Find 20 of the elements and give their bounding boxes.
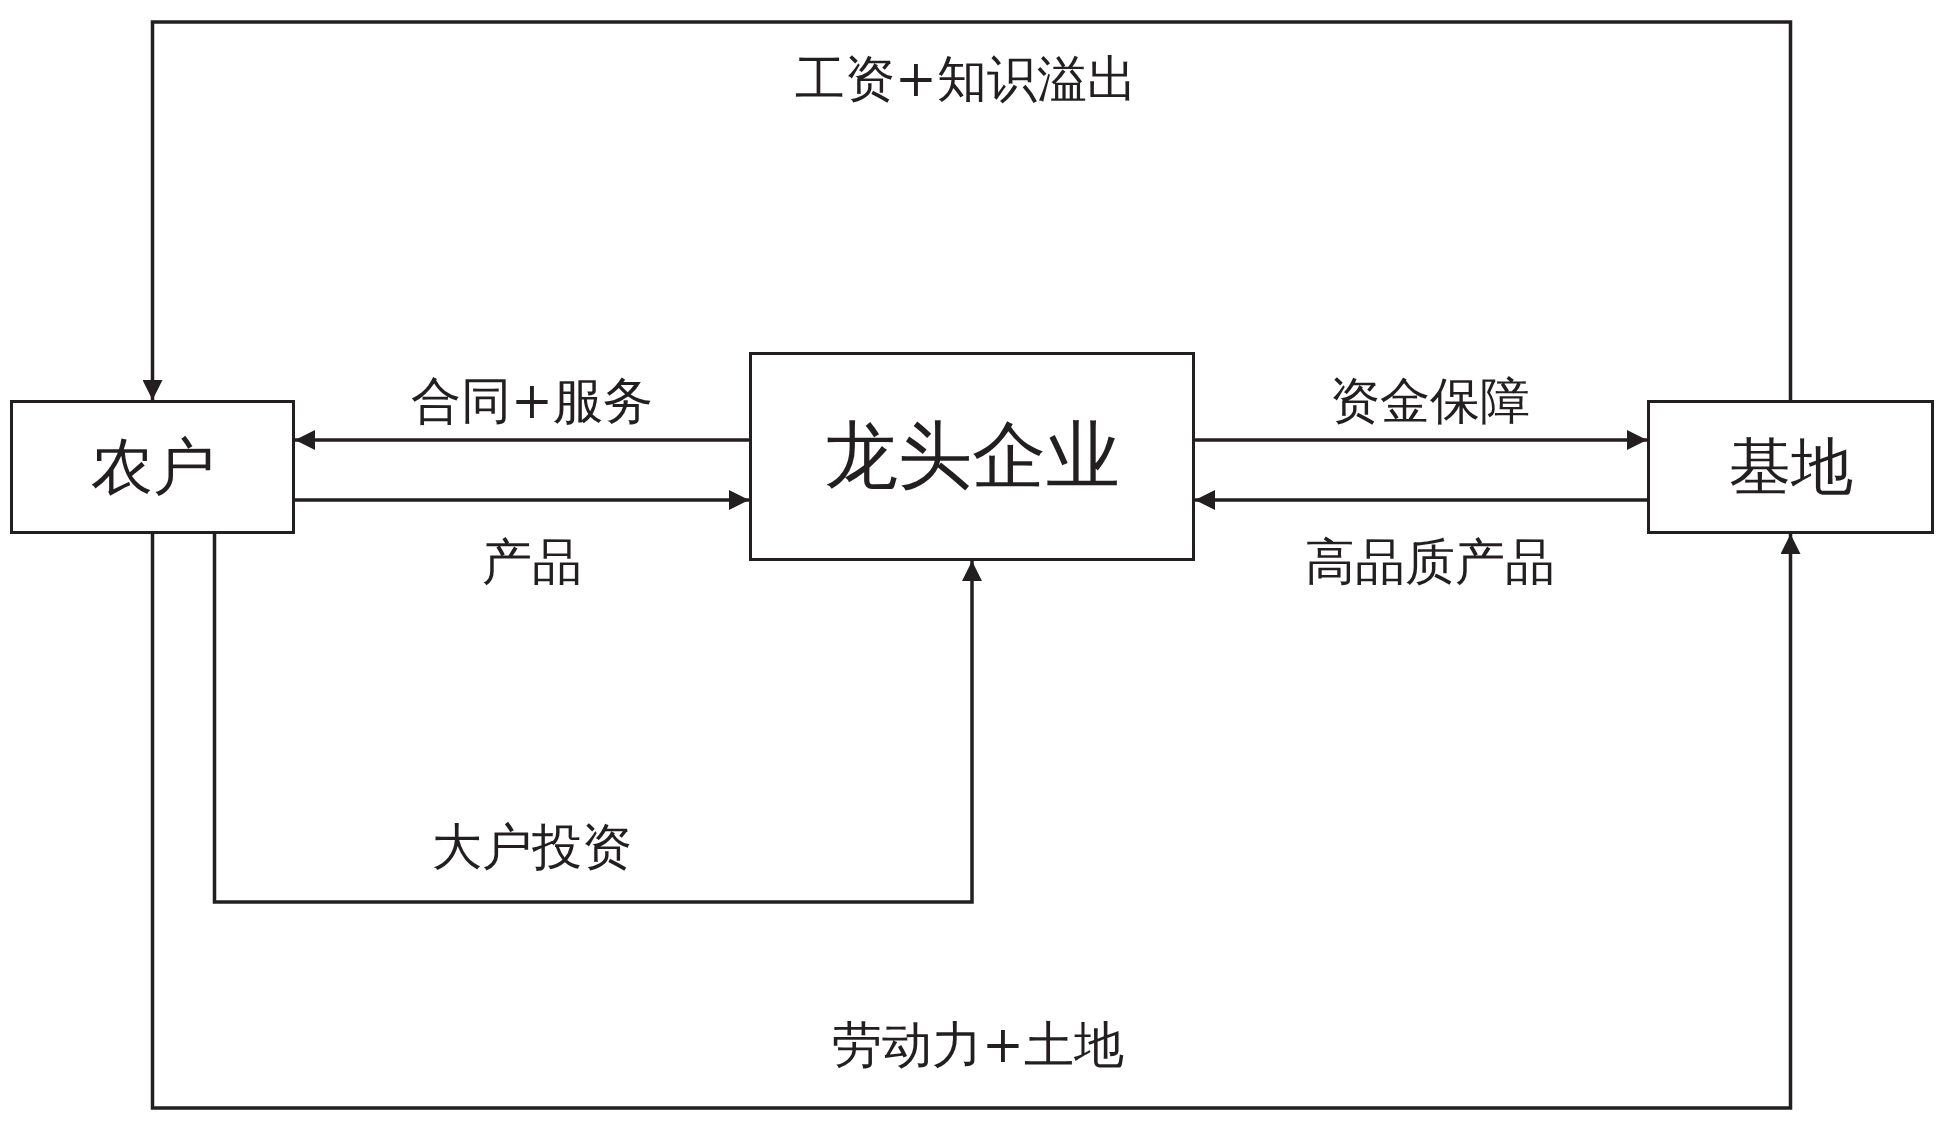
arrow bbox=[295, 430, 749, 450]
edge-label: 合同+服务 bbox=[411, 374, 653, 429]
edge-label: 高品质产品 bbox=[1305, 535, 1555, 590]
process-box bbox=[1647, 400, 1934, 534]
arrow bbox=[1195, 430, 1647, 450]
arrow bbox=[150, 534, 1801, 1110]
arrow bbox=[142, 20, 1793, 400]
node-label: 基地 bbox=[1728, 429, 1853, 505]
process-box bbox=[749, 352, 1195, 561]
node-label: 农户 bbox=[90, 429, 215, 505]
process-box bbox=[10, 400, 295, 534]
arrow bbox=[1195, 490, 1647, 510]
edge-label: 劳动力+土地 bbox=[832, 1018, 1124, 1073]
edge-label: 大户投资 bbox=[432, 820, 632, 875]
arrow bbox=[295, 490, 749, 510]
edge-label: 资金保障 bbox=[1330, 374, 1530, 429]
arrow bbox=[212, 534, 982, 904]
node-label: 龙头企业 bbox=[824, 410, 1120, 500]
edge-label: 工资+知识溢出 bbox=[795, 52, 1137, 107]
edge-label: 产品 bbox=[482, 535, 582, 590]
